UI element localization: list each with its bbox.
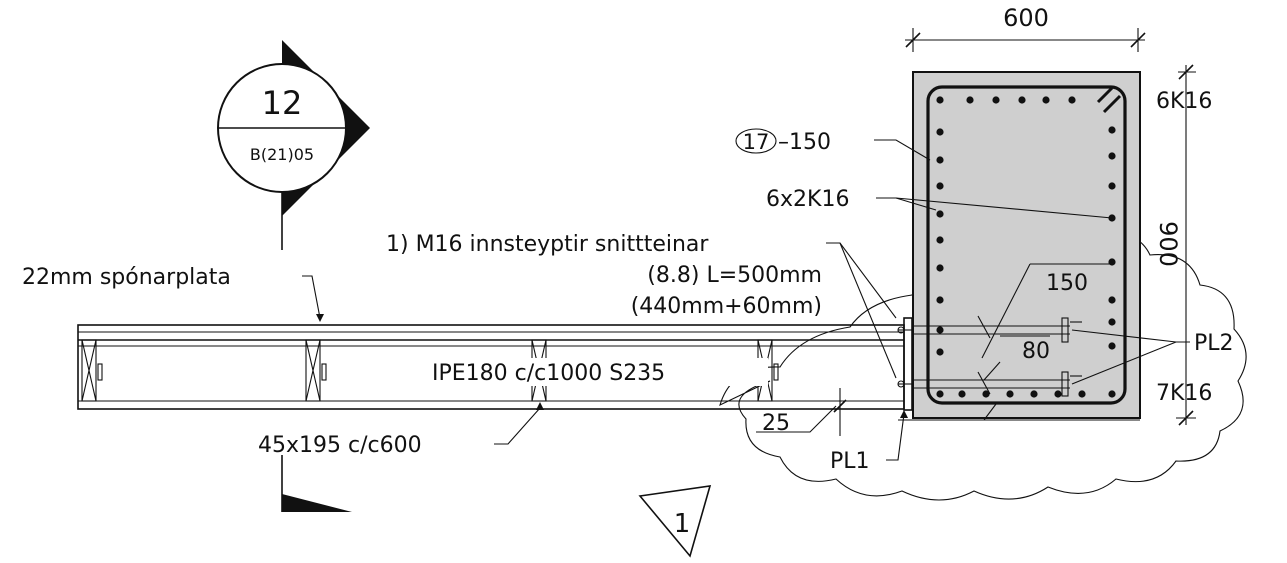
dim-25-callout: 25: [756, 388, 847, 436]
side-rebar-callout: 6x2K16: [766, 187, 1113, 219]
rebar-dot: [1108, 296, 1116, 304]
bolts-line-2: (8.8) L=500mm: [647, 263, 822, 288]
top-rebar-label: 6K16: [1156, 89, 1212, 114]
rebar-dot: [936, 182, 944, 190]
revision-number: 1: [674, 509, 691, 539]
rebar-dot: [966, 96, 974, 104]
rebar-dot: [1108, 182, 1116, 190]
rebar-dot: [1078, 390, 1086, 398]
width-dimension: 600: [905, 4, 1146, 52]
dim-25: 25: [762, 411, 790, 436]
bolts-note: 1) M16 innsteyptir snittteinar (8.8) L=5…: [386, 232, 897, 379]
floor-beam-elevation: IPE180 c/c1000 S235: [77, 317, 913, 411]
joist-callout: 45x195 c/c600: [258, 402, 544, 458]
embedded-bars: [913, 315, 1082, 421]
rebar-dot: [1108, 126, 1116, 134]
board-callout: 22mm spónarplata: [22, 265, 324, 322]
joist-label: 45x195 c/c600: [258, 433, 422, 458]
rebar-dot: [992, 96, 1000, 104]
rebar-dot: [1054, 390, 1062, 398]
rebar-dot: [1006, 390, 1014, 398]
section-number: 12: [262, 84, 303, 122]
rebar-dot: [1108, 152, 1116, 160]
rebar-dot: [936, 326, 944, 334]
rebar-dot: [936, 264, 944, 272]
rebar-dot: [1108, 318, 1116, 326]
section-sheet: B(21)05: [250, 145, 314, 164]
board-label: 22mm spónarplata: [22, 265, 231, 290]
stirrup-callout: 17 –150: [735, 128, 931, 161]
bolts-line-3: (440mm+60mm): [631, 294, 822, 319]
rebar-dot: [982, 390, 990, 398]
rebar-dot: [1108, 258, 1116, 266]
rebar-dot: [958, 390, 966, 398]
height-dim-text: 900: [1154, 221, 1182, 267]
internal-dimensions: 150 80: [981, 263, 1110, 381]
pl2-callout: PL2: [1071, 329, 1234, 385]
bottom-rebar-label: 7K16: [1156, 381, 1212, 406]
dim-150: 150: [1046, 271, 1088, 296]
concrete-column: [898, 71, 1141, 421]
rebar-dot: [936, 96, 944, 104]
rebar-group: [936, 96, 1116, 398]
rebar-dot: [936, 390, 944, 398]
bolts-line-1: 1) M16 innsteyptir snittteinar: [386, 232, 709, 257]
pl2-label: PL2: [1194, 331, 1234, 356]
height-dimension: 900: [1154, 64, 1196, 426]
side-rebar-label: 6x2K16: [766, 187, 849, 212]
rebar-dot: [936, 156, 944, 164]
rebar-dot: [936, 296, 944, 304]
rebar-dot: [936, 348, 944, 356]
rebar-dot: [1042, 96, 1050, 104]
stirrup-mark: 17: [743, 130, 770, 154]
width-dim-text: 600: [1003, 4, 1049, 32]
revision-triangle: 1: [638, 485, 712, 558]
pl1-callout: PL1: [830, 410, 908, 474]
rebar-dot: [1108, 390, 1116, 398]
rebar-dot: [936, 236, 944, 244]
rebar-dot: [1068, 96, 1076, 104]
stirrup-spacing: –150: [778, 130, 831, 155]
rebar-dot: [936, 128, 944, 136]
pl1-label: PL1: [830, 449, 870, 474]
rebar-dot: [936, 210, 944, 218]
dim-80: 80: [1022, 339, 1050, 364]
rebar-dot: [1030, 390, 1038, 398]
section-marker: 12 B(21)05: [217, 40, 370, 250]
rebar-dot: [1108, 342, 1116, 350]
beam-label: IPE180 c/c1000 S235: [432, 361, 665, 386]
rebar-dot: [1018, 96, 1026, 104]
section-cut-arrow: [281, 455, 352, 512]
